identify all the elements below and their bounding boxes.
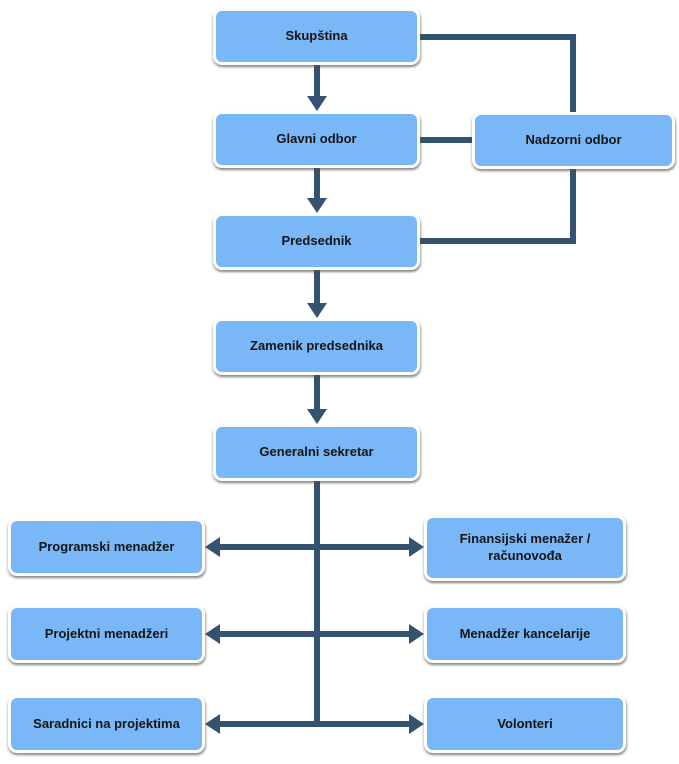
node-nadzorni-odbor: Nadzorni odbor <box>472 112 675 169</box>
node-saradnici-na-projektima: Saradnici na projektima <box>8 695 205 753</box>
edge-predsednik-zamenik-shaft <box>314 270 320 305</box>
edge-branch-row2-shaft <box>217 631 413 637</box>
edge-skupstina-nadzorni-vertical <box>570 34 576 112</box>
edge-branch-row1-arrowhead-left <box>205 537 220 557</box>
edge-nadzorni-predsednik-horizontal <box>420 238 576 244</box>
edge-skupstina-glavni-shaft <box>314 65 320 98</box>
edge-predsednik-zamenik-arrowhead <box>307 303 327 318</box>
node-predsednik: Predsednik <box>213 213 420 270</box>
edge-branch-row3-shaft <box>217 721 413 727</box>
node-volonteri: Volonteri <box>424 695 626 753</box>
edge-nadzorni-predsednik-vertical <box>570 169 576 244</box>
edge-branch-row3-arrowhead-left <box>205 714 220 734</box>
node-menadzer-kancelarije: Menadžer kancelarije <box>424 605 626 663</box>
node-generalni-sekretar: Generalni sekretar <box>213 424 420 481</box>
node-zamenik-predsednika: Zamenik predsednika <box>213 318 420 375</box>
edge-glavni-nadzorni <box>420 137 472 143</box>
edge-branch-row2-arrowhead-right <box>409 624 424 644</box>
node-glavni-odbor: Glavni odbor <box>213 111 420 168</box>
node-skupstina: Skupština <box>213 8 420 65</box>
edge-skupstina-nadzorni-horizontal <box>420 34 576 40</box>
node-projektni-menadzeri: Projektni menadžeri <box>8 605 205 663</box>
edge-skupstina-glavni-arrowhead <box>307 96 327 111</box>
edge-zamenik-sekretar-arrowhead <box>307 409 327 424</box>
edge-zamenik-sekretar-shaft <box>314 375 320 411</box>
edge-branch-row2-arrowhead-left <box>205 624 220 644</box>
node-finansijski-menazer: Finansijski menažer / računovođa <box>424 515 626 581</box>
edge-branch-row1-shaft <box>217 544 413 550</box>
edge-branch-row3-arrowhead-right <box>409 714 424 734</box>
node-programski-menadzer: Programski menadžer <box>8 518 205 576</box>
edge-branch-row1-arrowhead-right <box>409 537 424 557</box>
edge-glavni-predsednik-arrowhead <box>307 198 327 213</box>
edge-sekretar-trunk <box>314 481 320 727</box>
edge-glavni-predsednik-shaft <box>314 168 320 200</box>
